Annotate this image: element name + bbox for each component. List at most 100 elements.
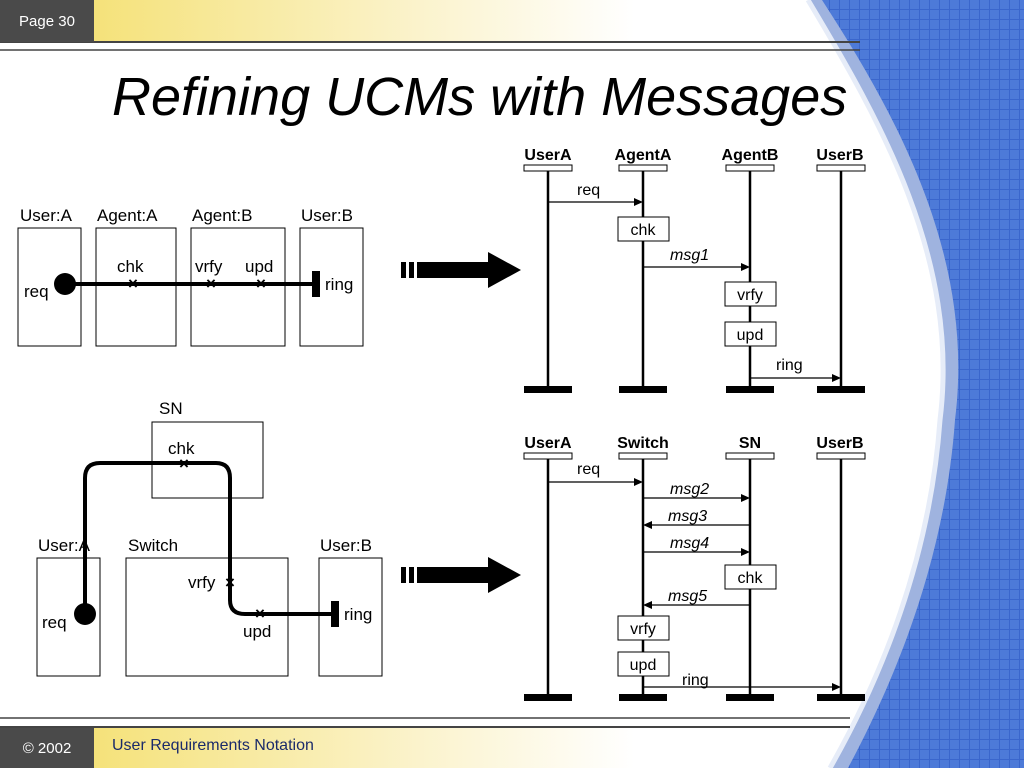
seq-bottom-action-box [617, 615, 670, 641]
ucm-top-label-agentb: Agent:B [192, 206, 253, 225]
ucm-top-responsibility-marker: × [128, 274, 138, 293]
ucm-top-component-agenta [95, 227, 177, 347]
refinement-arrow-bottom [401, 557, 521, 593]
ucm-top-label-usera: User:A [20, 206, 73, 225]
seq-bottom-lifeline-end [619, 694, 667, 701]
ucm-bottom-point-chk: chk [168, 439, 195, 458]
ucm-top-point-req: req [24, 282, 49, 301]
seq-top-arrowhead [741, 263, 750, 271]
seq-bottom-arrowhead [634, 478, 643, 486]
slide-title: Refining UCMs with Messages [112, 67, 848, 127]
seq-bottom-lifeline-head [816, 452, 866, 460]
ucm-bottom-point-req: req [42, 613, 67, 632]
ucm-bottom-responsibility-marker: × [179, 454, 189, 473]
seq-bottom-message-label: msg3 [668, 508, 707, 525]
ucm-bottom-label-userb: User:B [320, 536, 372, 555]
ucm-top-component-agentb [190, 227, 286, 347]
seq-bottom-arrowhead [741, 548, 750, 556]
seq-top-lifeline-label: AgentB [722, 147, 779, 164]
seq-bottom-lifeline-end [524, 694, 572, 701]
seq-top-lifeline-label: UserA [524, 147, 572, 164]
ucm-bottom-path [83, 461, 334, 616]
seq-top-message-label: req [577, 182, 600, 199]
ucm-bottom-component-sn [151, 421, 264, 499]
seq-top-lifeline-head [618, 164, 668, 172]
ucm-top-component-userb [299, 227, 364, 347]
seq-top-action-label: vrfy [737, 287, 763, 304]
ucm-top-point-ring: ring [325, 275, 353, 294]
seq-bottom-arrowhead [643, 521, 652, 529]
seq-top-lifeline-head [816, 164, 866, 172]
seq-top-message-label: ring [776, 357, 803, 374]
ucm-bottom-label-usera: User:A [38, 536, 91, 555]
seq-top-action-box [724, 281, 777, 307]
ucm-top-point-vrfy: vrfy [195, 257, 223, 276]
seq-bottom-lifeline-label: UserA [524, 435, 572, 452]
ucm-bottom-responsibility-marker: × [255, 604, 265, 623]
seq-top-lifeline-end [726, 386, 774, 393]
refinement-arrow-top [401, 252, 521, 288]
ucm-bottom-label-switch: Switch [128, 536, 178, 555]
ucm-bottom-point-ring: ring [344, 605, 372, 624]
seq-bottom-lifeline-head [523, 452, 573, 460]
seq-bottom-message-label: msg2 [670, 481, 709, 498]
seq-bottom-action-box [724, 564, 777, 590]
seq-top-action-box [724, 321, 777, 347]
ucm-top-responsibility-marker: × [206, 274, 216, 293]
ucm-bottom-point-vrfy: vrfy [188, 573, 216, 592]
ucm-top-responsibility-marker: × [256, 274, 266, 293]
seq-top-lifeline-label: AgentA [615, 147, 672, 164]
seq-bottom-action-label: vrfy [630, 621, 656, 638]
seq-top-lifeline-end [817, 386, 865, 393]
seq-bottom-lifeline-label: Switch [617, 435, 669, 452]
ucm-top-end-bar [312, 271, 320, 297]
seq-bottom-lifeline-end [817, 694, 865, 701]
sequence-bottom: UserA Switch SN UserB req msg2 msg3 msg4… [523, 435, 866, 701]
copyright-badge: © 2002 [0, 728, 94, 768]
seq-bottom-arrowhead [832, 683, 841, 691]
seq-bottom-lifeline-head [725, 452, 775, 460]
ucm-top-point-chk: chk [117, 257, 144, 276]
ucm-top-label-agenta: Agent:A [97, 206, 158, 225]
seq-bottom-action-label: upd [630, 657, 657, 674]
ucm-top-point-upd: upd [245, 257, 273, 276]
ucm-top-label-userb: User:B [301, 206, 353, 225]
seq-top-lifeline-end [524, 386, 572, 393]
ucm-bottom-responsibility-marker: × [225, 573, 235, 592]
seq-top-arrowhead [832, 374, 841, 382]
ucm-bottom-component-userb [318, 557, 383, 677]
ucm-bottom: SN User:A Switch User:B × × × chk req vr… [36, 399, 383, 677]
ucm-bottom-point-upd: upd [243, 622, 271, 641]
seq-top-action-box [617, 216, 670, 242]
page-number-badge: Page 30 [0, 0, 94, 42]
ucm-bottom-start-point [74, 603, 96, 625]
seq-bottom-message-label: req [577, 461, 600, 478]
ucm-top: User:A Agent:A Agent:B User:B × × × req … [17, 206, 364, 347]
seq-bottom-arrowhead [741, 494, 750, 502]
seq-bottom-lifeline-end [726, 694, 774, 701]
ucm-bottom-label-sn: SN [159, 399, 183, 418]
ucm-bottom-component-switch [125, 557, 289, 677]
seq-top-message-label: msg1 [670, 247, 709, 264]
seq-top-arrowhead [634, 198, 643, 206]
seq-bottom-action-box [617, 651, 670, 677]
seq-top-lifeline-head [523, 164, 573, 172]
seq-bottom-action-label: chk [738, 570, 764, 587]
seq-top-action-label: upd [737, 327, 764, 344]
seq-bottom-arrowhead [643, 601, 652, 609]
seq-bottom-lifeline-label: SN [739, 435, 761, 452]
seq-bottom-message-label: msg4 [670, 535, 709, 552]
sequence-top: UserA AgentA AgentB UserB req msg1 ring … [523, 147, 866, 393]
seq-top-lifeline-head [725, 164, 775, 172]
seq-top-action-label: chk [631, 222, 657, 239]
seq-bottom-lifeline-head [618, 452, 668, 460]
seq-top-lifeline-label: UserB [816, 147, 863, 164]
ucm-top-start-point [54, 273, 76, 295]
footer-title: User Requirements Notation [112, 737, 314, 754]
ucm-bottom-end-bar [331, 601, 339, 627]
seq-top-lifeline-end [619, 386, 667, 393]
seq-bottom-message-label: msg5 [668, 588, 707, 605]
seq-bottom-lifeline-label: UserB [816, 435, 863, 452]
